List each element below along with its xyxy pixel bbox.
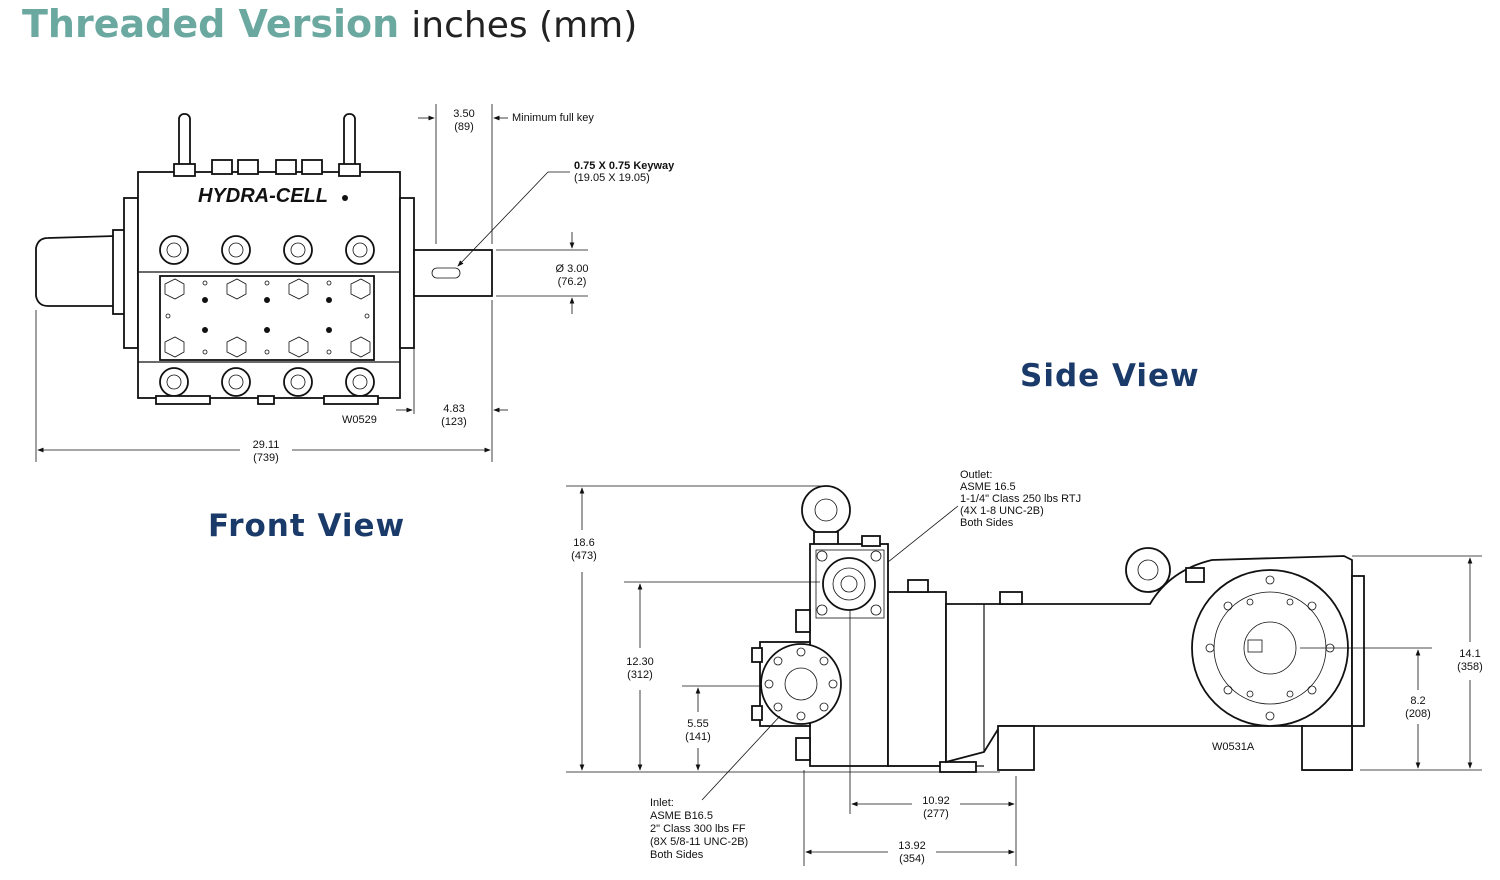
inlet-line-1: ASME B16.5 (650, 810, 713, 822)
dim-overall-mm: (739) (253, 452, 279, 464)
keyway-mm: (19.05 X 19.05) (574, 172, 650, 184)
keyway-note: 0.75 X 0.75 Keyway (574, 160, 675, 172)
dim-w1: 10.92 (922, 795, 950, 807)
dim-h-inlet-mm: (141) (685, 731, 711, 743)
dim-w2: 13.92 (898, 840, 926, 852)
dim-w2-mm: (354) (899, 853, 925, 865)
dim-shaft-dia: Ø 3.00 (555, 263, 588, 275)
dim-overall: 29.11 (253, 439, 280, 451)
inlet-line-3: (8X 5/8-11 UNC-2B) (650, 836, 748, 848)
dim-h-shaft: 8.2 (1410, 695, 1425, 707)
fittings-top (159, 235, 375, 265)
outlet-line-4: Both Sides (960, 517, 1014, 529)
dim-key-top: 3.50 (453, 108, 474, 120)
dim-shaft-len: 4.83 (443, 403, 464, 415)
manifold-bolts (164, 278, 371, 358)
side-view-drawing: W0531A Outlet: ASME 16.5 1-1/4" Class 25… (566, 469, 1483, 866)
dim-h-outlet-mm: (312) (627, 669, 653, 681)
inlet-line-4: Both Sides (650, 849, 704, 861)
brand-label: HYDRA-CELL (198, 185, 328, 207)
dim-h-outlet: 12.30 (626, 656, 654, 668)
title-main: Threaded Version (22, 2, 400, 46)
dim-h-right: 14.1 (1459, 648, 1480, 660)
dim-w1-mm: (277) (923, 808, 949, 820)
outlet-line-1: ASME 16.5 (960, 481, 1016, 493)
inlet-line-0: Inlet: (650, 797, 674, 809)
front-view-label: Front View (208, 508, 406, 544)
dim-h-right-mm: (358) (1457, 661, 1483, 673)
outlet-line-0: Outlet: (960, 469, 992, 481)
title-units: inches (mm) (411, 5, 638, 46)
outlet-line-3: (4X 1-8 UNC-2B) (960, 505, 1044, 517)
inlet-line-2: 2" Class 300 lbs FF (650, 823, 746, 835)
side-drawing-no: W0531A (1212, 741, 1255, 753)
dim-shaft-dia-mm: (76.2) (558, 276, 587, 288)
dim-key-top-mm: (89) (454, 121, 474, 133)
bearing-bolts (1205, 575, 1335, 721)
front-drawing-no: W0529 (342, 414, 377, 426)
min-key-note: Minimum full key (512, 112, 594, 124)
dim-h-inlet: 5.55 (687, 718, 708, 730)
outlet-line-2: 1-1/4" Class 250 lbs RTJ (960, 493, 1081, 505)
dim-h-total-mm: (473) (571, 550, 597, 562)
dim-h-shaft-mm: (208) (1405, 708, 1431, 720)
inlet-flange-bolts (764, 647, 838, 721)
front-view-drawing: HYDRA-CELL (35, 104, 675, 464)
dim-shaft-len-mm: (123) (441, 416, 467, 428)
side-view-label: Side View (1020, 358, 1200, 394)
dim-h-total: 18.6 (573, 537, 594, 549)
page-title: Threaded Version inches (mm) (22, 2, 637, 46)
fittings-bottom (159, 367, 375, 397)
